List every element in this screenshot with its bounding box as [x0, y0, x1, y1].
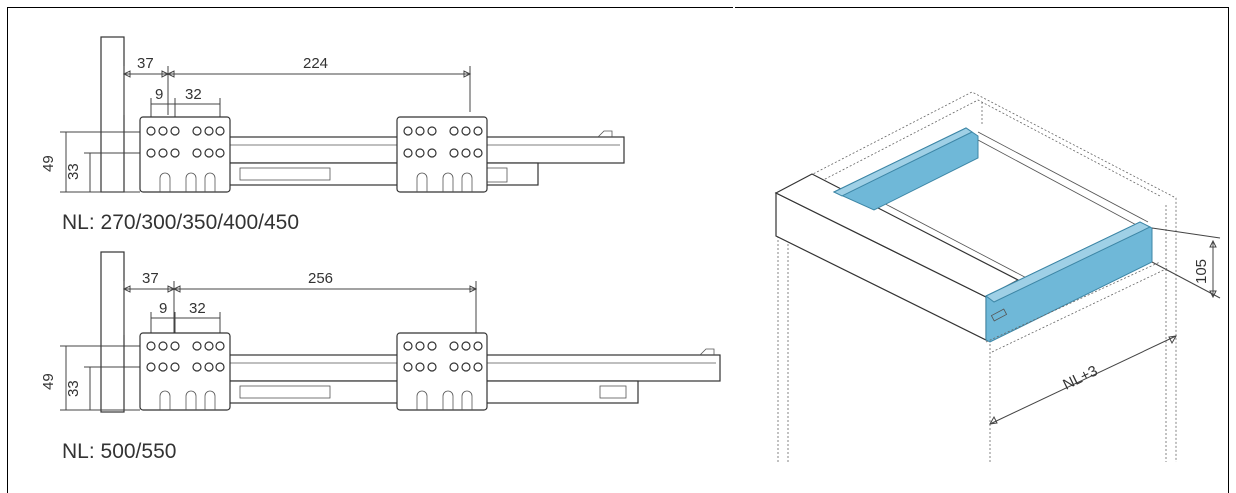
- dim-33-label: 33: [65, 380, 82, 397]
- dim-arrows: [989, 335, 1177, 425]
- cabinet-outline-back: [981, 102, 1167, 462]
- dim-32-label: 32: [189, 300, 206, 317]
- top-side-view: 37 224 9 32 49 33: [40, 36, 625, 234]
- bracket-front-holes: [146, 341, 225, 372]
- runner-mechanism: [239, 167, 331, 181]
- drawer-front-top: [774, 173, 1020, 298]
- dim-ext: [1151, 227, 1221, 239]
- bracket-front-slots: [159, 390, 216, 410]
- cabinet-wall: [100, 36, 125, 193]
- dim-33-label: 33: [65, 163, 82, 180]
- cabinet-inner-top: [799, 99, 1161, 197]
- rail-clip: [699, 348, 715, 356]
- bracket-rear-holes: [403, 126, 483, 158]
- dim-49-label: 49: [40, 373, 57, 390]
- rail-clip: [597, 130, 613, 138]
- drawer-side-left: [832, 127, 979, 211]
- dim-arrows: [122, 285, 478, 293]
- cabinet-rail-dotted: [985, 261, 1169, 353]
- drawer-side-right-top: [985, 221, 1152, 303]
- cabinet-wall: [100, 251, 125, 413]
- dim-256-label: 256: [308, 270, 333, 287]
- frame-border-top-right: [735, 7, 1229, 8]
- drawer-back-edge: [977, 131, 1149, 223]
- dim-9-label: 9: [159, 300, 167, 317]
- frame-border-top-left: [7, 7, 733, 8]
- dim-32-label: 32: [185, 86, 202, 103]
- bracket-rear-slots: [416, 390, 473, 410]
- nl-label-bottom: NL: 500/550: [62, 440, 176, 463]
- dim-224-label: 224: [303, 55, 328, 72]
- length-nl3-label: NL+3: [1060, 362, 1100, 393]
- dim-line-nl3: [989, 335, 1177, 425]
- bottom-side-view: 37 256 9 32 49 33: [40, 251, 721, 463]
- frame-border-right: [1228, 7, 1229, 493]
- runner-mechanism: [239, 385, 331, 399]
- dim-49-label: 49: [40, 155, 57, 172]
- height-105-label: 105: [1193, 259, 1210, 284]
- drawer-side-cover-cap: [990, 308, 1008, 322]
- dim-37-label: 37: [137, 55, 154, 72]
- dim-arrows: [122, 70, 472, 78]
- bracket-front: [139, 332, 231, 411]
- dim-ext: [1151, 261, 1221, 299]
- bracket-front-holes: [146, 126, 225, 158]
- bracket-rear-holes: [403, 341, 483, 372]
- bracket-front-slots: [159, 172, 216, 192]
- isometric-view: 105 NL+3: [774, 91, 1221, 462]
- cabinet-outline-top: [777, 91, 1177, 462]
- bracket-rear: [396, 332, 488, 411]
- frame-border-left: [7, 7, 8, 493]
- drawer-side-left-top: [832, 127, 973, 197]
- dim-37-label: 37: [142, 270, 159, 287]
- bracket-rear-slots: [416, 172, 473, 192]
- nl-label-top: NL: 270/300/350/400/450: [62, 211, 299, 234]
- runner-end: [599, 385, 627, 399]
- dim-9-label: 9: [155, 86, 163, 103]
- dim-arrows: [1209, 239, 1217, 299]
